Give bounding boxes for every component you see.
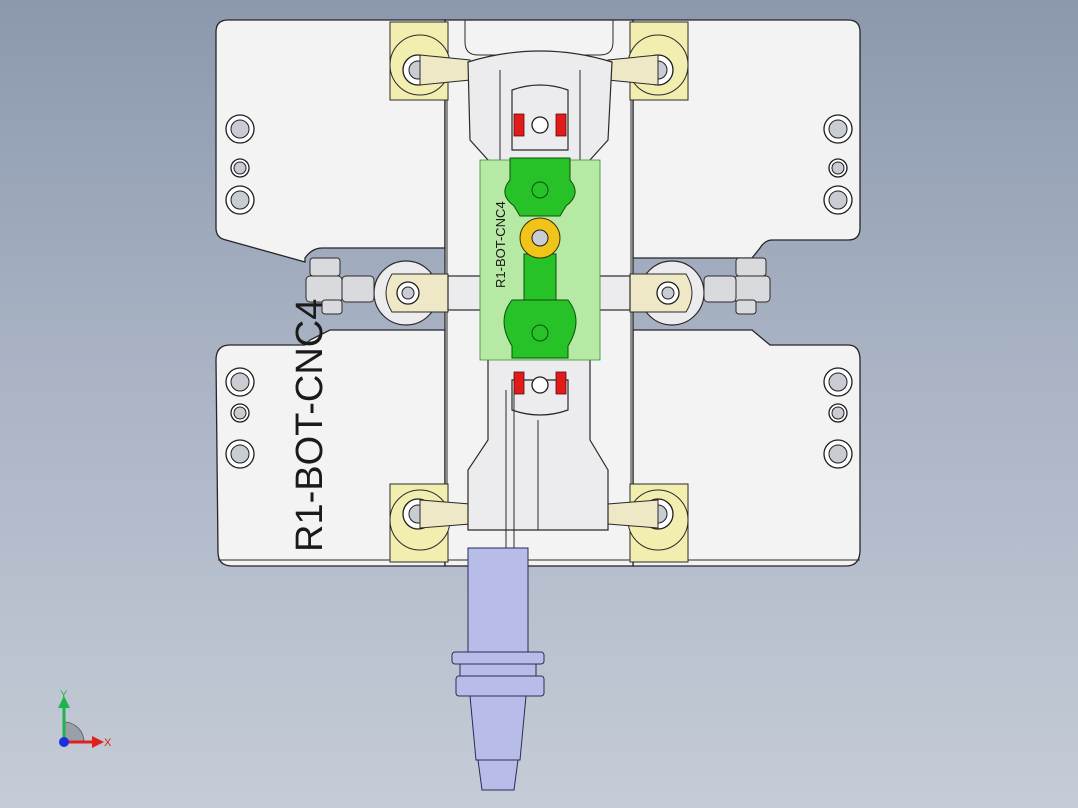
swing-clamp-bottom-left (389, 483, 471, 563)
swing-clamp-top-left (389, 21, 471, 101)
green-support-fixture (479, 157, 601, 361)
axis-triad: X Y (58, 689, 112, 749)
part-engraving-label: R1-BOT-CNC4 (493, 201, 508, 288)
tool-holder (451, 390, 545, 791)
mounting-holes (225, 114, 853, 469)
swing-clamp-bottom-right (607, 483, 689, 563)
y-axis-label: Y (60, 689, 68, 701)
side-clamp-left (373, 260, 507, 326)
x-axis-label: X (104, 737, 112, 749)
hydraulic-fitting-left (305, 257, 375, 315)
hydraulic-fitting-right (703, 257, 771, 315)
base-engraving-label: R1-BOT-CNC4 (289, 299, 331, 552)
